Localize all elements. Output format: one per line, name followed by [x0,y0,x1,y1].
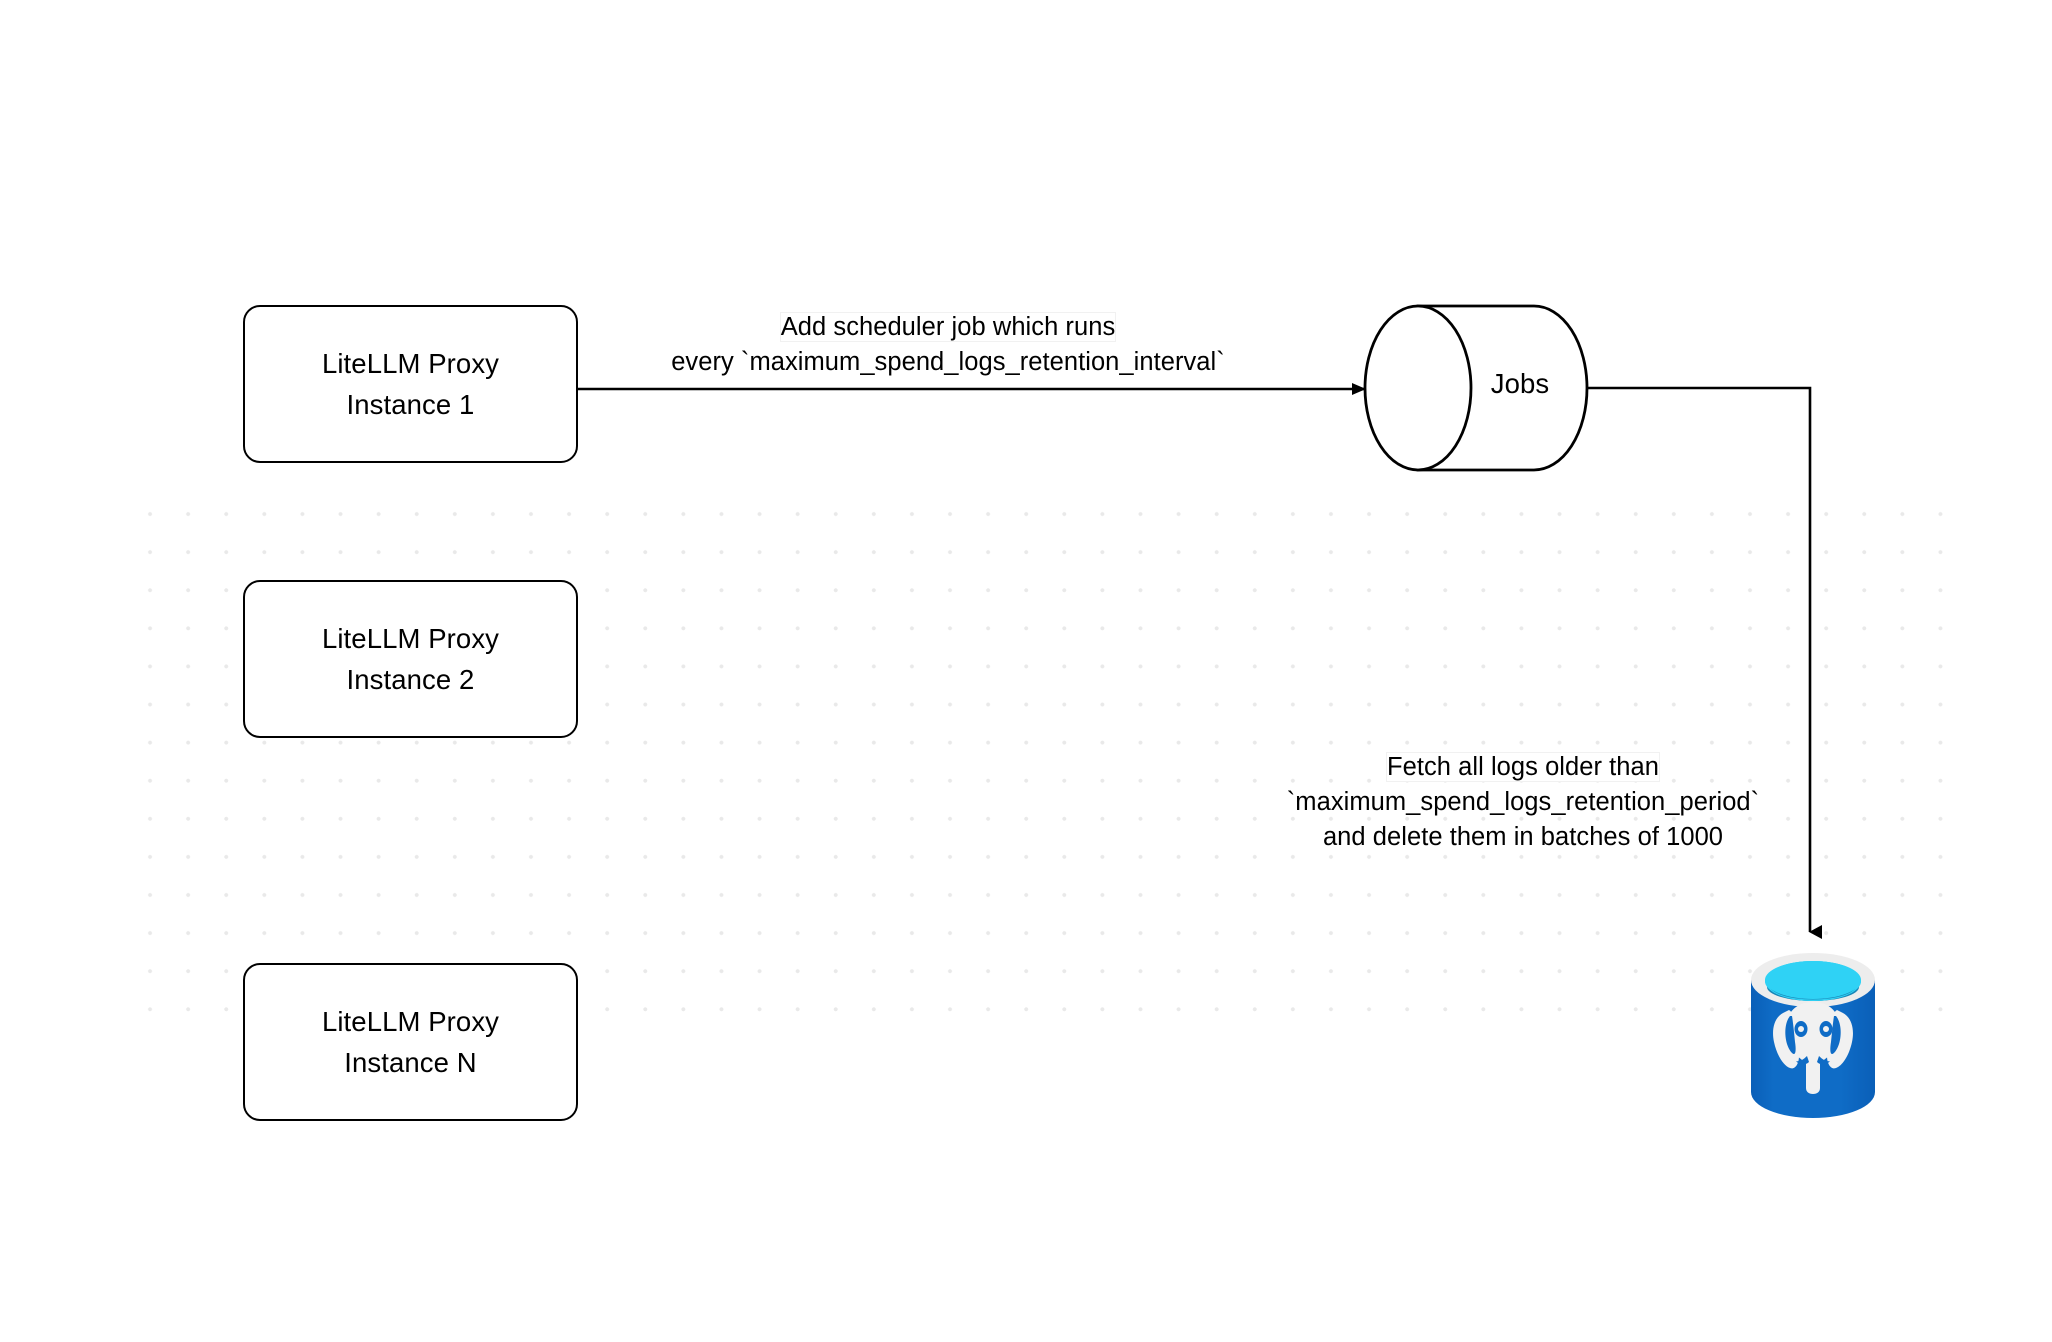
node-proxy-instance-2-label: LiteLLM Proxy Instance 2 [321,623,500,695]
node-proxy-instance-1-label: LiteLLM Proxy Instance 1 [321,348,500,420]
node-proxy-instance-2[interactable]: LiteLLM Proxy Instance 2 [243,580,578,738]
fetch-edge-path [1587,386,1822,939]
edge-label-scheduler: Add scheduler job which runs every `maxi… [608,310,1288,380]
edge-label-fetch-line1: Fetch all logs older than [1387,753,1659,781]
node-jobs-label: Jobs [1490,368,1550,399]
node-proxy-instance-n-label: LiteLLM Proxy Instance N [321,1006,500,1078]
edge-label-fetch: Fetch all logs older than `maximum_spend… [1238,750,1808,855]
jobs-cylinder-shape [1363,304,1589,472]
edge-label-scheduler-line2: every `maximum_spend_logs_retention_inte… [671,348,1225,376]
db-liquid-top [1765,961,1861,999]
node-proxy-instance-1[interactable]: LiteLLM Proxy Instance 1 [243,305,578,463]
elephant-face-detail [1785,1016,1841,1065]
edge-jobs-to-database [1587,386,1822,939]
edge-label-scheduler-line1: Add scheduler job which runs [780,313,1116,341]
edge-label-fetch-line2: `maximum_spend_logs_retention_period` [1286,788,1760,816]
jobs-cylinder-cap [1363,304,1473,472]
elephant-pupils [1798,1026,1829,1032]
node-proxy-instance-n[interactable]: LiteLLM Proxy Instance N [243,963,578,1121]
edge-label-fetch-line3: and delete them in batches of 1000 [1322,823,1724,851]
postgresql-database-icon [1751,953,1875,1118]
